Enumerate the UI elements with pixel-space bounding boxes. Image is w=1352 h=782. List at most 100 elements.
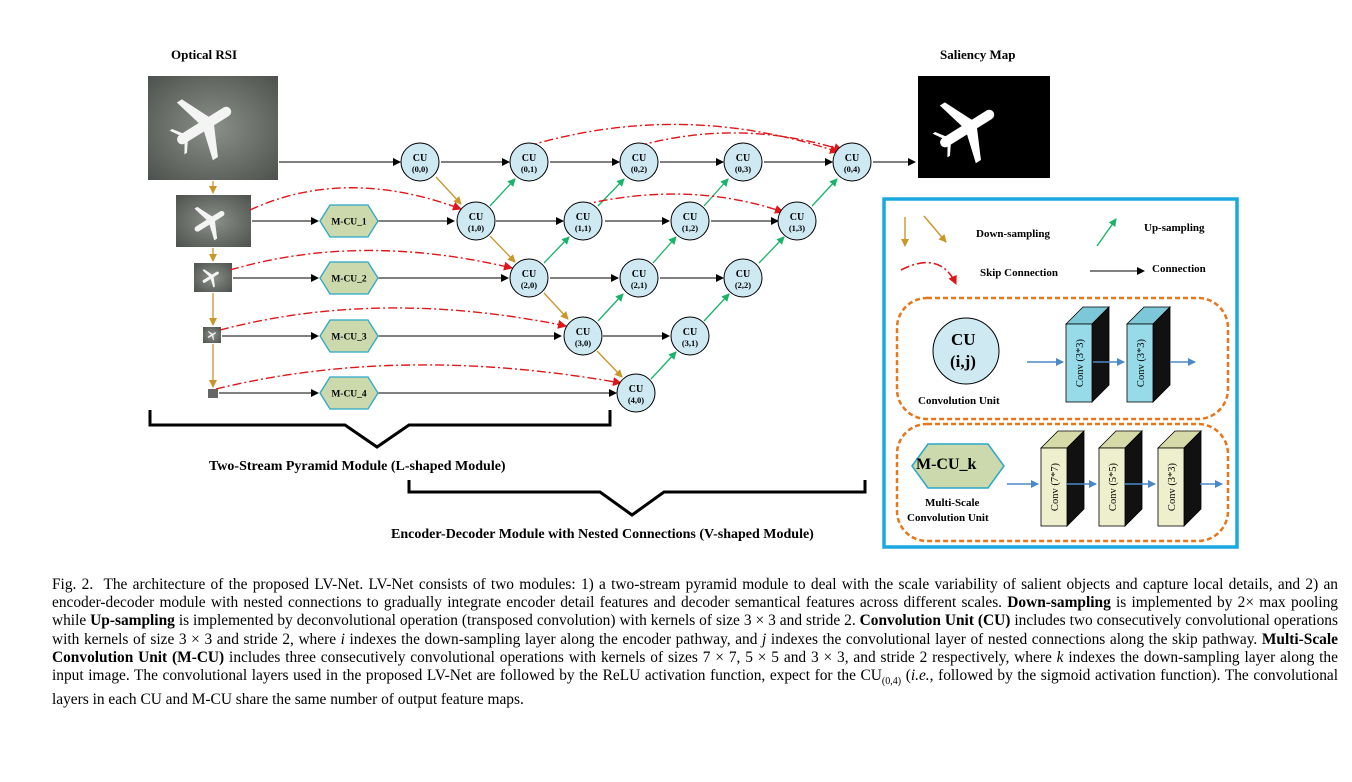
cu-node-circle (723, 258, 763, 298)
mcu-node-shape (319, 376, 379, 410)
caption-text: indexes the down-sampling layer along th… (349, 630, 758, 648)
cu-node-circle (832, 142, 872, 182)
caption-up-sampling: Up-sampling (90, 612, 175, 630)
down-sampling-arrow (489, 235, 516, 263)
cu-node-label: CU (632, 269, 646, 280)
down-sampling-arrow (543, 292, 569, 320)
cu-node-index: (0,3) (735, 164, 751, 174)
mcu-legend-title: M-CU_k (916, 456, 977, 473)
caption-text: indexes the down-sampling layer along th… (52, 648, 1338, 685)
cu-node-label: CU (632, 153, 646, 164)
legend-skip-connection-label: Skip Connection (980, 267, 1058, 279)
cu-node-label: CU (469, 212, 483, 223)
mcu-node-shape (319, 319, 379, 353)
airplane-icon (207, 331, 216, 341)
cu-node: CU(0,0) (400, 142, 440, 182)
cu-node-circle (723, 142, 763, 182)
cu-node-label: CU (736, 269, 750, 280)
caption-down-sampling: Down-sampling (1007, 594, 1111, 612)
cu-node-circle (670, 201, 710, 241)
conv-block-front (1126, 323, 1154, 403)
cu-node: CU(2,1) (619, 258, 659, 298)
caption-text: includes three consecutively convolution… (229, 648, 1052, 666)
down-sampling-arrow (596, 350, 623, 378)
skip-connection-arrow (215, 364, 622, 390)
caption-text: is implemented by deconvolutional operat… (178, 612, 856, 630)
legend-panel: Conv (3*3) Conv (3*3) Conv (7*7) Conv (5*5… (882, 197, 1239, 549)
legend-up-sampling-icon (1096, 218, 1117, 247)
mcu-detail-frame (895, 422, 1230, 543)
up-sampling-arrow (703, 293, 730, 322)
cu-node-circle (509, 258, 549, 298)
cu-legend-node (932, 317, 1000, 385)
cu-node-index: (1,3) (789, 223, 805, 233)
caption-text: is implemented by 2× max pooling while (52, 594, 1339, 630)
cu-node-label: CU (683, 212, 697, 223)
cu-node-label: CU (629, 384, 643, 395)
cu-node-index: (3,1) (682, 338, 698, 348)
mcu-node-label: M-CU_1 (331, 218, 367, 228)
conv-block-label: Conv (5*5) (1108, 462, 1119, 511)
up-sampling-arrow (652, 236, 677, 264)
legend-connection-label: Connection (1152, 263, 1206, 275)
saliency-map-image (918, 76, 1050, 178)
conv-block-front (1040, 447, 1068, 527)
mcu-node: M-CU_1 (319, 204, 379, 238)
cu-node-index: (2,1) (631, 280, 647, 290)
conv-block-front (1065, 323, 1093, 403)
airplane-icon (194, 206, 225, 241)
cu-node-index: (1,0) (468, 223, 484, 233)
conv-layer-block: Conv (3*3) (1126, 306, 1171, 403)
cu-node: CU(1,3) (777, 201, 817, 241)
cu-node: CU(0,1) (509, 142, 549, 182)
input-image-pyramid (148, 76, 278, 398)
cu-node-label: CU (845, 153, 859, 164)
cu-nodes: CU(0,0)CU(0,1)CU(0,2)CU(0,3)CU(0,4)CU(1,… (400, 142, 872, 413)
cu-node-index: (1,1) (575, 223, 591, 233)
cu-node: CU(4,0) (616, 373, 656, 413)
cu-legend-caption: Convolution Unit (918, 395, 1000, 407)
cu-legend-title: CU (951, 330, 976, 349)
cu-node: CU(1,0) (456, 201, 496, 241)
up-sampling-arrow (543, 236, 570, 264)
caption-text: , followed by the sigmoid activation fun… (52, 667, 1338, 709)
mcu-node: M-CU_4 (319, 376, 379, 410)
caption-text: includes two consecutively convolutional… (52, 612, 1338, 648)
v-module-brace (407, 480, 867, 517)
cu-node-label: CU (522, 269, 536, 280)
conv-block-side (1183, 430, 1202, 527)
l-module-brace (148, 410, 612, 449)
conv-layer-block: Conv (7*7) (1040, 430, 1085, 527)
legend-up-sampling-label: Up-sampling (1144, 222, 1205, 234)
caption-mcu: Multi-Scale Convolution Unit (M-CU) (52, 630, 1338, 666)
cu-node-label: CU (576, 212, 590, 223)
caption-fig-label: Fig. 2. (52, 576, 94, 593)
cu-node: CU(0,2) (619, 142, 659, 182)
caption-subscript: (0,4) (881, 676, 902, 688)
cu-node-circle (563, 201, 603, 241)
cu-node-index: (0,0) (412, 164, 428, 174)
airplane-icon (202, 269, 219, 288)
conv-block-label: Conv (3*3) (1075, 338, 1086, 387)
cu-node-circle (400, 142, 440, 182)
optical-rsi-label: Optical RSI (171, 47, 238, 62)
skip-connection-arrow (527, 123, 839, 154)
skip-connection-arrow (249, 187, 462, 211)
cu-node-index: (0,1) (521, 164, 537, 174)
mcu-legend-caption-1: Multi-Scale (925, 497, 980, 509)
figure-caption: Fig. 2. The architecture of the proposed… (52, 576, 1338, 709)
cu-node: CU(3,1) (670, 316, 710, 356)
conv-block-front (1157, 447, 1185, 527)
cu-node-label: CU (576, 327, 590, 338)
cu-node-index: (2,0) (521, 280, 537, 290)
cu-node-circle (619, 258, 659, 298)
conv-block-label: Conv (3*3) (1136, 338, 1147, 387)
caption-ie: i.e. (910, 667, 930, 685)
legend-skip-connection-icon (900, 261, 957, 285)
airplane-icon (932, 102, 995, 164)
mcu-legend-node (911, 443, 1005, 489)
skip-connection-arrow (637, 132, 843, 152)
caption-cu: Convolution Unit (CU) (859, 612, 1011, 630)
pyramid-image-4 (208, 389, 218, 398)
cu-node-label: CU (413, 153, 427, 164)
